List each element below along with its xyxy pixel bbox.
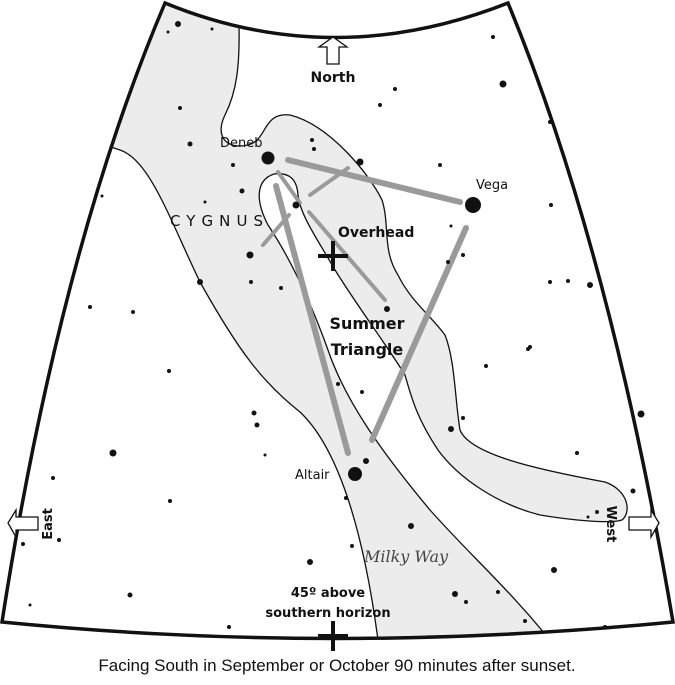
star (350, 544, 354, 548)
star (263, 453, 267, 457)
overhead-label: Overhead (338, 225, 414, 241)
east-arrow-icon (7, 507, 39, 540)
star (231, 163, 235, 167)
star (637, 410, 645, 418)
star (28, 603, 32, 607)
star (448, 426, 454, 432)
star (393, 87, 397, 91)
star (100, 194, 104, 198)
star (88, 305, 92, 309)
summer-triangle-lines (273, 157, 469, 456)
star (227, 625, 231, 629)
overhead-cross-icon (318, 241, 348, 271)
star (168, 499, 172, 503)
star (449, 224, 453, 228)
stars (21, 21, 645, 629)
north-arrow-icon (316, 36, 350, 65)
star (549, 203, 553, 207)
star (496, 590, 500, 594)
east-label: East (41, 508, 56, 540)
star (246, 251, 254, 259)
deneb-altair-line (273, 183, 351, 456)
milky-way-label: Milky Way (363, 547, 449, 566)
vega-label: Vega (476, 178, 508, 193)
star (499, 80, 507, 88)
star (461, 253, 465, 257)
star (210, 27, 214, 31)
star (484, 364, 488, 368)
vega-star (465, 197, 481, 213)
star (452, 591, 458, 597)
star (249, 280, 253, 284)
horizon-label-1: 45º above (291, 586, 365, 601)
star (175, 21, 181, 27)
star (378, 103, 382, 107)
star (292, 201, 300, 209)
star (384, 306, 390, 312)
star (446, 260, 450, 264)
vega-altair-line (369, 225, 469, 443)
cygnus-neck-line (276, 170, 302, 205)
deneb-star (261, 151, 275, 165)
star (438, 163, 442, 167)
star (356, 158, 364, 166)
star (566, 279, 570, 283)
star (336, 382, 340, 386)
star (548, 120, 552, 124)
star (587, 282, 593, 288)
star (203, 200, 207, 204)
star (251, 410, 257, 416)
star (630, 488, 636, 494)
star (310, 138, 314, 142)
star (131, 310, 135, 314)
star (363, 458, 369, 464)
summer-triangle-label-1: Summer (330, 314, 405, 333)
sky-frame (0, 0, 675, 641)
star (575, 451, 579, 455)
deneb-label: Deneb (220, 136, 263, 151)
caption: Facing South in September or October 90 … (98, 656, 575, 675)
star (595, 510, 599, 514)
star (603, 625, 607, 629)
star (526, 347, 530, 351)
star (491, 35, 495, 39)
star (57, 538, 61, 542)
star (464, 600, 468, 604)
star (279, 286, 283, 290)
star (187, 141, 193, 147)
horizon-label-2: southern horizon (265, 606, 390, 621)
star (344, 496, 348, 500)
star (197, 279, 203, 285)
star (586, 515, 590, 519)
star (461, 416, 465, 420)
star (312, 147, 316, 151)
star (178, 106, 182, 110)
star (167, 369, 171, 373)
milky-way-region (89, 3, 628, 639)
west-arrow-icon (628, 507, 660, 540)
horizon-cross-icon (318, 621, 348, 651)
west-label: West (603, 506, 618, 543)
star (166, 30, 170, 34)
north-label: North (311, 70, 356, 86)
star (551, 567, 557, 573)
deneb-vega-line (285, 157, 463, 205)
star (239, 188, 245, 194)
summer-triangle-label-2: Triangle (331, 340, 404, 359)
star (548, 280, 552, 284)
star (51, 476, 55, 480)
altair-star (348, 467, 362, 481)
star (254, 422, 260, 428)
star (307, 559, 313, 565)
star (408, 523, 414, 529)
star (523, 619, 527, 623)
star (21, 542, 25, 546)
star (109, 449, 117, 457)
star (127, 592, 133, 598)
altair-label: Altair (295, 468, 330, 483)
star (360, 390, 364, 394)
